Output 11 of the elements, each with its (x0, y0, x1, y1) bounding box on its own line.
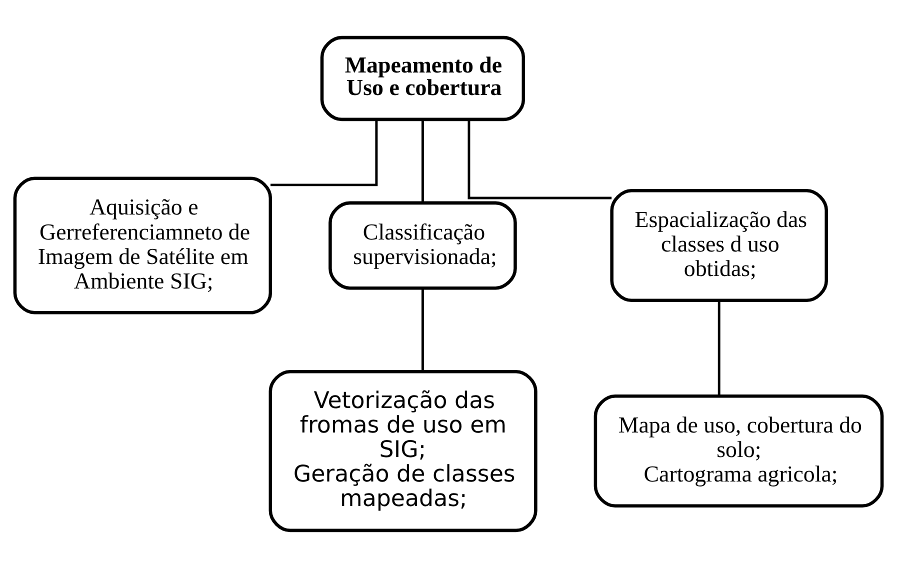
connector (718, 300, 720, 396)
connector (421, 120, 424, 202)
node-box: Mapa de uso, cobertura do solo; Cartograma agricola; (594, 394, 884, 508)
connector (270, 120, 378, 186)
node-box: Classificação supervisionada; (328, 201, 517, 290)
connector (421, 288, 424, 372)
node-box: Mapeamento de Uso e cobertura (320, 36, 526, 122)
node-box: Aquisição e Gerreferenciamneto de Imagem de Satélite em Ambiente SIG; (13, 176, 272, 314)
node-box: Espacialização das classes d uso obtidas; (610, 189, 828, 302)
node-box: Vetorização das fromas de uso em SIG; Geração de classes mapeadas; (268, 370, 538, 532)
connector (468, 120, 612, 200)
